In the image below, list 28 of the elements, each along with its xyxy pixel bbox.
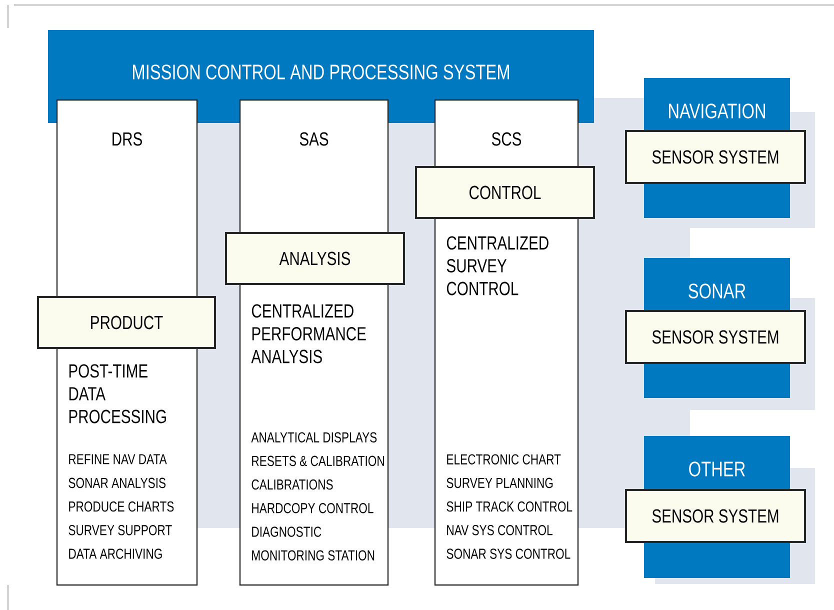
list-item: RESETS & CALIBRATION: [252, 456, 384, 466]
list-item: PRODUCE CHARTS: [69, 501, 174, 512]
list-item: REFINE NAV DATA: [69, 454, 167, 464]
list-item: SURVEY PLANNING: [446, 478, 553, 488]
list-item: DIAGNOSTIC: [252, 526, 322, 537]
list-item: ANALYTICAL DISPLAYS: [251, 432, 377, 442]
label-box: PRODUCT: [37, 296, 216, 349]
label-box: SENSOR SYSTEM: [625, 489, 806, 543]
label-box: ANALYSIS: [225, 232, 405, 285]
list-item: HARDCOPY CONTROL: [252, 503, 374, 514]
list-item: SONAR ANALYSIS: [68, 478, 166, 488]
list-item: DATA ARCHIVING: [69, 548, 162, 559]
label-box: SENSOR SYSTEM: [625, 130, 806, 184]
list-item: CALIBRATIONS: [252, 479, 333, 490]
list-item: SURVEY SUPPORT: [68, 525, 172, 536]
column-heading: SCS: [492, 132, 522, 146]
column-heading: DRS: [112, 132, 142, 146]
column-heading: SAS: [300, 132, 328, 146]
column-text: CENTRALIZED SURVEY CONTROL: [446, 236, 548, 296]
list-item: SONAR SYS CONTROL: [446, 548, 570, 559]
column-text: CENTRALIZED PERFORMANCE ANALYSIS: [251, 304, 366, 364]
column-text: POST-TIME DATA PROCESSING: [69, 364, 166, 424]
label-box: CONTROL: [415, 166, 595, 219]
list-item: MONITORING STATION: [252, 550, 374, 560]
label-box: SENSOR SYSTEM: [625, 310, 806, 364]
list-item: ELECTRONIC CHART: [447, 454, 561, 464]
list-item: NAV SYS CONTROL: [447, 525, 552, 536]
list-item: SHIP TRACK CONTROL: [446, 501, 572, 512]
